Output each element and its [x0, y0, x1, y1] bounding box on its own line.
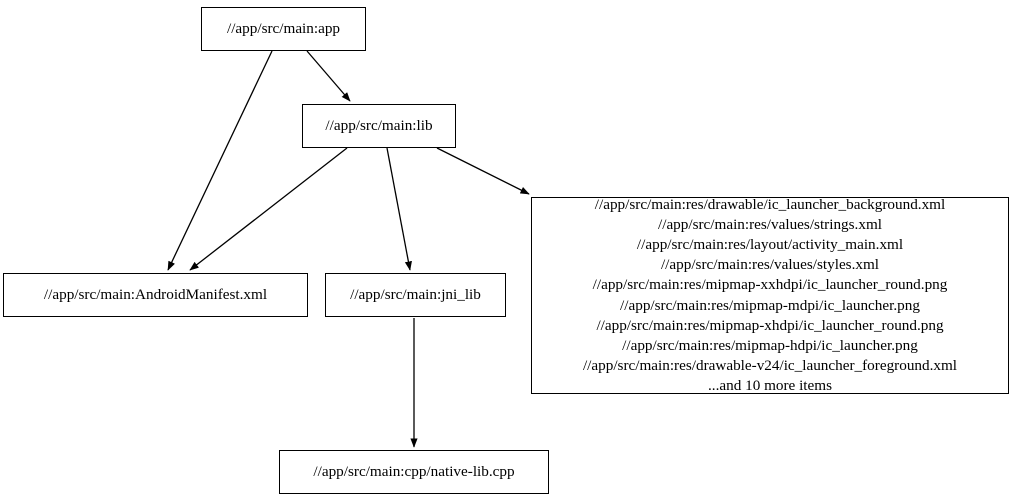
node-android-manifest-label: //app/src/main:AndroidManifest.xml: [43, 286, 268, 303]
node-lib-label: //app/src/main:lib: [325, 117, 433, 134]
edge-lib-to-androidmanifest: [189, 147, 348, 271]
node-lib[interactable]: //app/src/main:lib: [302, 104, 456, 148]
node-jni-lib[interactable]: //app/src/main:jni_lib: [325, 273, 506, 317]
edge-app-to-androidmanifest: [167, 50, 273, 271]
node-app-label: //app/src/main:app: [226, 20, 341, 37]
edge-app-to-lib: [306, 50, 351, 102]
node-native-lib-cpp[interactable]: //app/src/main:cpp/native-lib.cpp: [279, 450, 549, 494]
node-resources-label: //app/src/main:res/drawable/ic_launcher_…: [582, 196, 958, 394]
edge-lib-to-jnilib: [386, 147, 412, 271]
node-jni-lib-label: //app/src/main:jni_lib: [350, 286, 481, 303]
node-app[interactable]: //app/src/main:app: [201, 7, 366, 51]
edge-lib-to-resources: [436, 147, 530, 195]
node-resources[interactable]: //app/src/main:res/drawable/ic_launcher_…: [531, 196, 1009, 394]
node-native-lib-cpp-label: //app/src/main:cpp/native-lib.cpp: [313, 463, 515, 480]
node-android-manifest[interactable]: //app/src/main:AndroidManifest.xml: [3, 273, 308, 317]
